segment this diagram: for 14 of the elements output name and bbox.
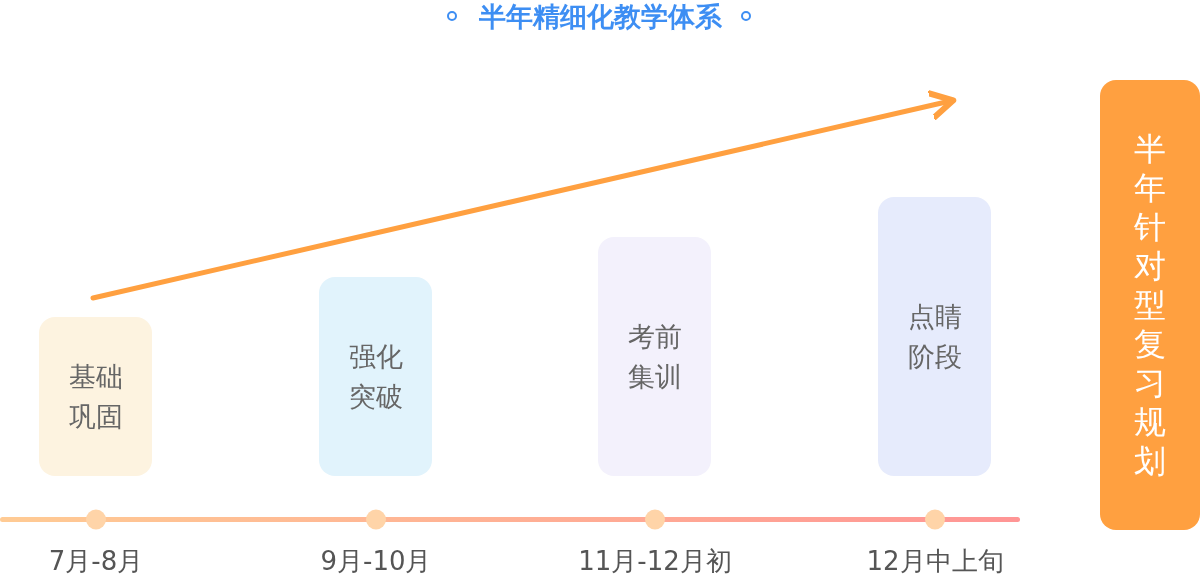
stage-card xyxy=(319,277,432,476)
date-label: 9月-10月 xyxy=(320,546,432,576)
date-label: 7月-8月 xyxy=(48,546,144,576)
stage-name: 点睛阶段 xyxy=(906,299,963,374)
stage-card xyxy=(878,197,991,476)
stage-card xyxy=(39,317,152,476)
plan-banner xyxy=(1100,80,1200,530)
date-label: 12月中上旬 xyxy=(866,546,1004,576)
stage-name: 基础巩固 xyxy=(67,359,124,434)
date-label: 11月-12月初 xyxy=(578,546,732,576)
diagram-title: 半年精细化教学体系 xyxy=(478,1,722,32)
stage-name: 考前集训 xyxy=(626,319,683,394)
banner-text: 半年针对型复习规划 xyxy=(1133,129,1167,481)
stage-name: 强化突破 xyxy=(347,339,404,414)
